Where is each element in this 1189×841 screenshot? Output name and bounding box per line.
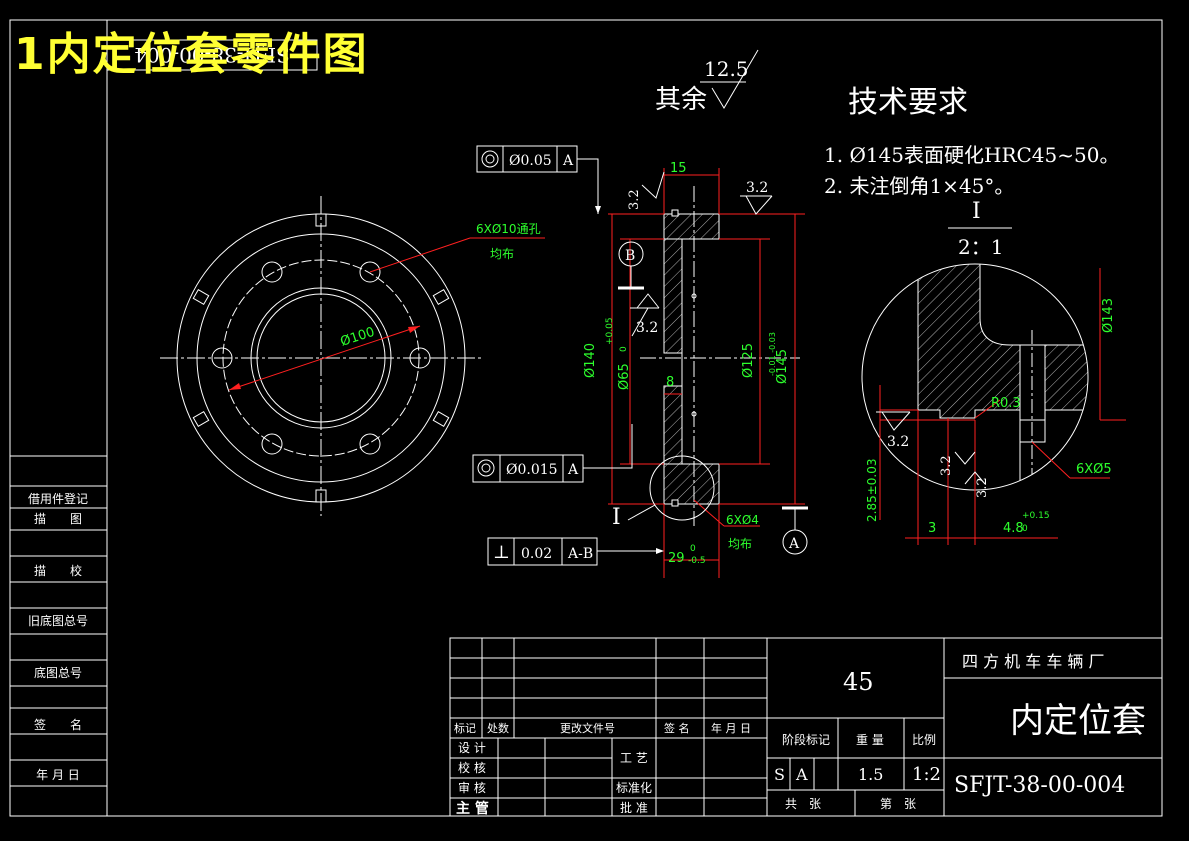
inner-border (106, 19, 1163, 817)
datum-b: B (625, 248, 635, 264)
dim-15: 15 (670, 161, 687, 176)
detail-dim-3: 3 (928, 521, 936, 536)
section-view: 15 Ø140 Ø65 +0.05 0 Ø125 Ø145 -0.01 -0.0… (583, 161, 808, 578)
tech-item-2: 2. 未注倒角1×45°。 (824, 174, 1014, 198)
detail-title: I (972, 199, 981, 224)
svg-text:Ø0.015: Ø0.015 (506, 462, 558, 478)
svg-text:+0.15: +0.15 (1022, 511, 1050, 521)
svg-text:3.2: 3.2 (975, 477, 990, 498)
gdt-frame-2: Ø0.015 A (472, 424, 633, 483)
svg-text:3.2: 3.2 (636, 320, 658, 336)
company: 四 方 机 车 车 辆 厂 (962, 652, 1105, 671)
front-view: Ø100 6XØ10通孔 均布 (160, 196, 545, 516)
left-label-base: 底图总号 (34, 665, 82, 680)
svg-text:3.2: 3.2 (627, 189, 642, 210)
weight-label: 重 量 (856, 733, 884, 747)
svg-text:0.02: 0.02 (521, 546, 552, 562)
dim-8: 8 (666, 375, 674, 390)
gdt-frame-1: Ø0.015 Ø0.05 A (476, 145, 601, 214)
th-date: 年 月 日 (711, 721, 751, 735)
stage-s: S (774, 765, 785, 784)
gdt-frame-3: ⊥ 0.02 A-B (487, 537, 664, 566)
dim-125: Ø125 (741, 343, 756, 378)
svg-text:A: A (567, 462, 579, 478)
left-panel: 借用件登记 描 图 描 校 旧底图总号 底图总号 签 名 年 月 日 (10, 455, 107, 787)
svg-text:+0.05: +0.05 (605, 317, 615, 345)
svg-text:Ø0.05: Ø0.05 (509, 153, 552, 169)
front-holes-label: 6XØ10通孔 (476, 222, 541, 236)
detail-6x5: 6XØ5 (1076, 462, 1112, 477)
row-review: 审 核 (458, 780, 486, 795)
th-count: 处数 (487, 722, 509, 735)
detail-dia-143: Ø143 (1101, 298, 1116, 333)
title-block: 标记 处数 更改文件号 签 名 年 月 日 设 计 校 核 审 核 主 管 工 … (449, 637, 1163, 817)
dim-65: Ø65 (617, 363, 632, 390)
drawing-number: SFJT-38-00-004 (954, 773, 1125, 798)
holes4-sub: 均布 (728, 537, 752, 551)
weight-value: 1.5 (858, 765, 883, 784)
outer-border (9, 19, 1163, 817)
left-label-old-base: 旧底图总号 (28, 613, 88, 628)
rotated-number-box (106, 39, 318, 71)
detail-scale: 2：1 (958, 235, 1003, 259)
row-design: 设 计 (458, 741, 486, 755)
stage-a: A (795, 765, 808, 784)
svg-text:3.2: 3.2 (746, 180, 768, 196)
overlay-title: 1内定位套零件图 (14, 29, 369, 80)
left-label-trace: 描 图 (34, 512, 82, 526)
svg-text:3.2: 3.2 (939, 455, 954, 476)
stage-label: 阶段标记 (782, 732, 830, 747)
dim-140: Ø140 (583, 343, 598, 378)
detail-dim-48: 4.8 (1003, 521, 1024, 536)
tech-heading: 技术要求 (848, 85, 968, 120)
detail-r03: R0.3 (991, 396, 1021, 411)
scale-value: 1:2 (912, 764, 941, 785)
left-label-sign: 签 名 (34, 717, 82, 732)
th-mark: 标记 (454, 721, 476, 735)
svg-text:0: 0 (619, 346, 629, 352)
svg-text:12.5: 12.5 (704, 57, 749, 81)
detail-view: I 2：1 Ø143 R0.3 6XØ5 2.85±0.03 3 4.8 +0.… (861, 199, 1126, 545)
svg-text:其余: 其余 (655, 85, 707, 115)
material: 45 (843, 668, 874, 696)
part-name: 内定位套 (1010, 701, 1146, 741)
holes4-label: 6XØ4 (726, 513, 759, 527)
left-label-date: 年 月 日 (36, 768, 80, 782)
dim-145: Ø145 (775, 349, 790, 384)
detail-dim-285: 2.85±0.03 (865, 459, 879, 523)
row-check: 校 核 (458, 760, 486, 775)
scale-label: 比例 (912, 733, 936, 747)
svg-text:0: 0 (1022, 524, 1028, 534)
row-std: 标准化 (616, 781, 652, 795)
left-label-trace-check: 描 校 (34, 563, 82, 578)
front-holes-sub: 均布 (490, 247, 514, 261)
svg-text:-0.5: -0.5 (688, 556, 706, 566)
rotated-drawing-number: SFJT-38-00-004 (134, 43, 290, 67)
svg-text:A-B: A-B (567, 546, 593, 562)
row-approve: 批 准 (620, 800, 648, 815)
total-sheets: 共 张 (785, 797, 821, 811)
datum-a: A (788, 536, 800, 552)
row-craft: 工 艺 (620, 751, 648, 765)
tech-item-1: 1. Ø145表面硬化HRC45~50。 (824, 143, 1119, 167)
th-doc: 更改文件号 (560, 721, 615, 735)
roughness-rest: 其余 12.5 (655, 49, 759, 115)
dim-29: 29 (668, 551, 685, 566)
th-sign: 签 名 (664, 721, 690, 735)
tech-requirements: 技术要求 1. Ø145表面硬化HRC45~50。 2. 未注倒角1×45°。 (824, 85, 1119, 198)
svg-text:0: 0 (690, 544, 696, 554)
sheet-no: 第 张 (880, 797, 916, 811)
svg-text:A: A (562, 153, 574, 169)
left-label-borrow: 借用件登记 (28, 491, 88, 506)
svg-text:3.2: 3.2 (887, 434, 909, 450)
row-chief: 主 管 (456, 800, 489, 817)
detail-marker: I (612, 505, 621, 530)
front-dia-100: Ø100 (339, 325, 377, 350)
svg-text:⊥: ⊥ (493, 542, 510, 563)
svg-text:-0.01 -0.03: -0.01 -0.03 (768, 332, 777, 376)
